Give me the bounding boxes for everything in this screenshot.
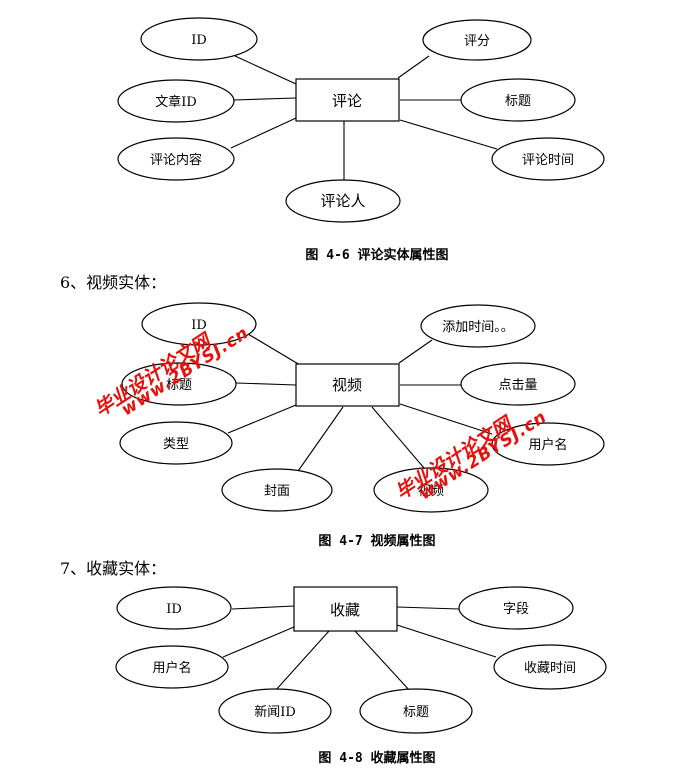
attribute-label: ID: [191, 318, 207, 333]
attribute-label: 添加时间。。: [442, 320, 514, 335]
attribute-label: 点击量: [498, 378, 537, 393]
attribute-ellipse: [458, 586, 574, 630]
diagram-favorite: 收藏 ID 用户名 新闻ID 标题 收藏时间 字段 图 4-8 收藏属性图: [115, 586, 607, 766]
edge: [233, 97, 297, 101]
attribute-ellipse: [359, 688, 473, 734]
attribute-ellipse: [141, 302, 257, 346]
attribute-ellipse: [493, 644, 607, 690]
edge: [231, 605, 295, 610]
attribute-label: 评论内容: [150, 152, 202, 168]
attribute-ellipse: [121, 362, 237, 406]
attribute-ellipse: [420, 304, 536, 348]
attribute-label: ID: [166, 602, 182, 617]
entity-label: 视频: [332, 376, 362, 394]
diagram-comment: 评论 ID 文章ID 评论内容 评论人 评分 标题 评论时间 图 4-6 评论实…: [117, 17, 605, 263]
attribute-label: 标题: [403, 705, 429, 720]
attribute-label: 标题: [166, 378, 192, 393]
attribute-label: 用户名: [528, 437, 567, 453]
edge: [274, 630, 330, 692]
edge: [230, 117, 297, 149]
attribute-label: 字段: [503, 602, 529, 617]
edge: [222, 626, 295, 658]
figure-caption: 图 4-7 视频属性图: [318, 533, 435, 549]
edge: [398, 339, 433, 364]
attribute-ellipse: [115, 645, 229, 689]
attribute-label: 用户名: [152, 660, 191, 676]
edge: [399, 119, 498, 150]
attribute-ellipse: [119, 421, 233, 465]
attribute-label: 评论时间: [522, 153, 574, 168]
edge: [399, 403, 493, 435]
attribute-label: 封面: [264, 484, 290, 499]
attribute-ellipse: [140, 17, 258, 61]
entity-box: [293, 586, 398, 632]
attribute-ellipse: [285, 179, 401, 223]
edge: [396, 624, 497, 658]
edge: [371, 406, 425, 469]
attribute-label: 类型: [163, 437, 189, 452]
entity-label: 收藏: [330, 601, 360, 619]
figure-caption: 图 4-8 收藏属性图: [318, 750, 435, 766]
edge: [234, 55, 297, 85]
edge: [396, 606, 460, 610]
entity-box: [295, 363, 400, 407]
attribute-ellipse: [116, 586, 232, 630]
attribute-ellipse: [491, 137, 605, 181]
entity-box: [295, 78, 400, 122]
figure-caption: 图 4-6 评论实体属性图: [305, 247, 448, 263]
attribute-label: 视频: [418, 484, 444, 499]
attribute-ellipse: [460, 78, 576, 122]
attribute-label: 收藏时间: [524, 661, 576, 676]
attribute-ellipse: [491, 422, 605, 466]
edge: [247, 333, 301, 366]
section-heading: 6、视频实体：: [60, 273, 166, 292]
attribute-label: 标题: [505, 94, 531, 109]
attribute-ellipse: [117, 137, 235, 181]
attribute-ellipse: [460, 362, 576, 406]
attribute-ellipse: [218, 688, 332, 734]
edge: [354, 630, 411, 692]
attribute-label: ID: [191, 33, 207, 48]
attribute-ellipse: [117, 79, 235, 123]
section-heading: 7、收藏实体：: [60, 559, 166, 578]
edge: [235, 382, 297, 386]
attribute-label: 新闻ID: [254, 704, 296, 720]
attribute-label: 评分: [464, 34, 490, 49]
edge: [295, 406, 344, 475]
edge: [397, 55, 430, 79]
attribute-label: 评论人: [320, 192, 365, 210]
diagram-video: 视频 ID 标题 类型 封面 视频 用户名 点击量 添加时间。。 图 4-7 视…: [119, 302, 605, 549]
attribute-ellipse: [422, 19, 532, 61]
attribute-ellipse: [221, 468, 333, 512]
edge: [227, 404, 297, 434]
attribute-ellipse: [373, 467, 489, 513]
attribute-label: 文章ID: [155, 94, 197, 110]
entity-label: 评论: [332, 92, 362, 110]
